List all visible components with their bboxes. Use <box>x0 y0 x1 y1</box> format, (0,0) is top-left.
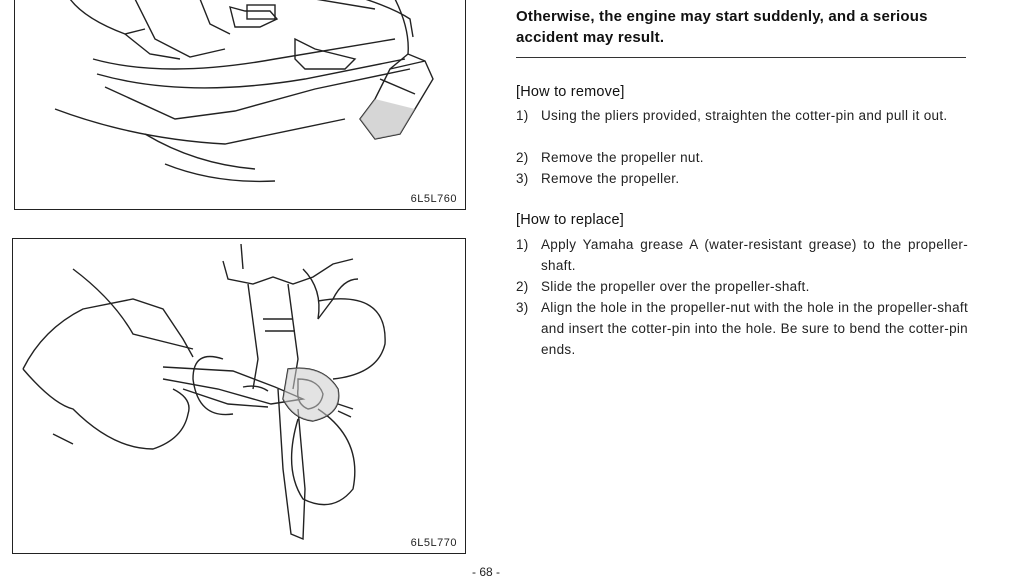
page-number: - 68 - <box>472 565 501 579</box>
step-text: Using the pliers provided, straighten th… <box>541 108 948 123</box>
replace-heading: [How to replace] <box>516 212 624 228</box>
step-number: 2) <box>516 150 529 165</box>
step-number: 1) <box>516 108 529 123</box>
step-number: 1) <box>516 237 529 252</box>
remove-heading: [How to remove] <box>516 84 625 100</box>
figure-propeller: 6L5L770 <box>12 238 466 554</box>
figure-code: 6L5L760 <box>410 193 457 205</box>
figure-code: 6L5L770 <box>410 537 457 549</box>
remove-step: 1) Using the pliers provided, straighten… <box>516 105 968 147</box>
figure-spark-plug: 6L5L760 <box>14 0 466 210</box>
step-text: Align the hole in the propeller-nut with… <box>541 300 968 357</box>
warning-line-1: Otherwise, the engine may start suddenly… <box>516 8 928 25</box>
step-number: 3) <box>516 171 529 186</box>
step-number: 3) <box>516 300 529 315</box>
step-text: Apply Yamaha grease A (water-resistant g… <box>541 237 968 273</box>
warning-line-2: accident may result. <box>516 29 665 46</box>
step-number: 2) <box>516 279 529 294</box>
step-text: Remove the propeller nut. <box>541 150 704 165</box>
step-text: Slide the propeller over the propeller-s… <box>541 279 810 294</box>
spark-plug-illustration <box>54 0 434 183</box>
propeller-pliers-illustration <box>22 243 386 541</box>
step-text: Remove the propeller. <box>541 171 680 186</box>
divider <box>516 57 966 58</box>
